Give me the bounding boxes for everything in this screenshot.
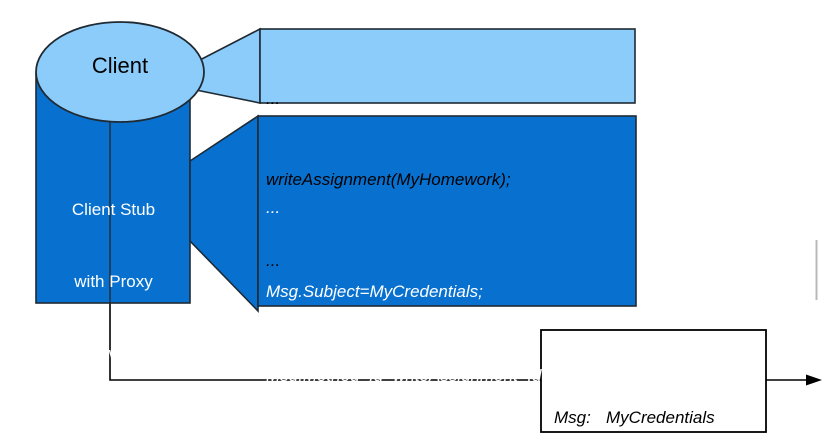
message-box[interactable] — [540, 329, 767, 433]
stub-callout-box[interactable] — [257, 115, 637, 307]
client-callout-box[interactable] — [259, 28, 636, 104]
message-flow-arrowhead — [806, 374, 822, 386]
message-flow-connector — [109, 300, 822, 386]
stub-callout-tail — [189, 114, 259, 313]
client-ellipse[interactable] — [35, 21, 205, 123]
client-callout-tail — [195, 27, 261, 104]
stub-to-message-line — [109, 300, 541, 381]
